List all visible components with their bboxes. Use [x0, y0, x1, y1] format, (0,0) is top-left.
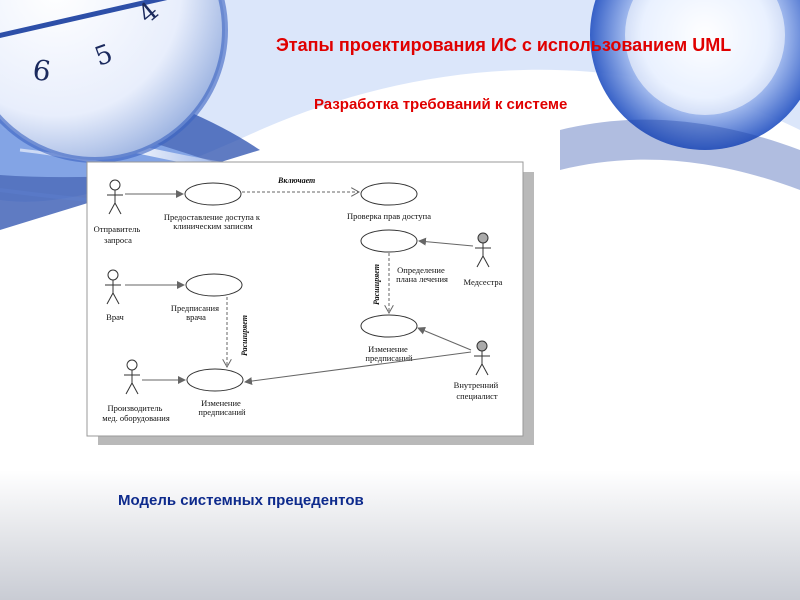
use-case-prescriptions-label: Предписания врача	[171, 303, 221, 322]
actor-internal-specialist-label-line-1: Внутренний	[454, 380, 499, 390]
use-case-change-prescriptions-bottom-label: Изменение предписаний	[198, 398, 246, 417]
use-case-prescriptions	[185, 273, 243, 297]
actor-internal-specialist-label: Внутренний специалист	[454, 380, 501, 401]
actor-requester-label-line-1: Отправитель	[94, 224, 141, 234]
use-case-change-prescriptions-center-label-line-2: предписаний	[365, 353, 413, 363]
actor-requester	[107, 179, 123, 215]
actor-internal-specialist	[474, 340, 490, 376]
actor-manufacturer-label-line-1: Производитель	[107, 403, 162, 413]
assoc-specialist-change-bottom	[244, 351, 472, 386]
use-case-change-prescriptions-center-label-line-1: Изменение	[368, 344, 408, 354]
use-case-treatment-plan	[360, 229, 418, 253]
use-case-change-prescriptions-center-label: Изменение предписаний	[365, 344, 413, 363]
actor-doctor	[105, 269, 121, 305]
use-case-change-prescriptions-center	[360, 314, 418, 338]
use-case-provide-access-label-line-2: клиническим записям	[173, 221, 253, 231]
use-case-provide-access-label: Предоставление доступа к клиническим зап…	[164, 212, 262, 231]
use-case-treatment-plan-label-line-1: Определение	[397, 265, 445, 275]
use-case-check-rights-label-line-1: Проверка прав доступа	[347, 211, 431, 221]
actor-requester-label-line-2: запроса	[104, 235, 132, 245]
use-case-change-prescriptions-bottom-label-line-2: предписаний	[198, 407, 246, 417]
use-case-provide-access-label-line-1: Предоставление доступа к	[164, 212, 261, 222]
slide-subtitle: Разработка требований к системе	[314, 96, 568, 113]
actor-requester-label: Отправитель запроса	[94, 224, 143, 245]
actor-nurse	[475, 232, 491, 268]
extend-relation-right-label: Расширяет	[372, 264, 381, 305]
diagram-frame	[86, 161, 524, 437]
include-relation-label: Включает	[277, 176, 315, 185]
actor-doctor-label-line-1: Врач	[106, 312, 124, 322]
use-case-change-prescriptions-bottom-label-line-1: Изменение	[201, 398, 241, 408]
use-case-check-rights-label: Проверка прав доступа	[347, 211, 431, 221]
assoc-specialist-change-center	[417, 326, 472, 351]
extend-relation-left-label: Расширяет	[240, 315, 249, 356]
use-case-prescriptions-label-line-1: Предписания	[171, 303, 219, 313]
use-case-provide-access	[184, 182, 242, 206]
actor-internal-specialist-label-line-2: специалист	[456, 391, 498, 401]
actor-manufacturer-label: Производитель мед. оборудования	[102, 403, 170, 423]
actor-manufacturer-label-line-2: мед. оборудования	[102, 413, 170, 423]
use-case-check-rights	[360, 182, 418, 206]
use-case-prescriptions-label-line-2: врача	[186, 312, 206, 322]
use-case-change-prescriptions-bottom	[186, 368, 244, 392]
actor-nurse-label-line-1: Медсестра	[464, 277, 503, 287]
clock-numeral-six: 6	[31, 53, 53, 88]
use-case-treatment-plan-label: Определение плана лечения	[396, 265, 448, 284]
actor-doctor-label: Врач	[106, 312, 124, 322]
actor-manufacturer	[124, 359, 140, 395]
use-case-treatment-plan-label-line-2: плана лечения	[396, 274, 448, 284]
diagram-caption: Модель системных прецедентов	[118, 492, 364, 509]
use-case-diagram: Отправитель запроса Врач Медсестра Произ…	[86, 161, 534, 445]
actor-nurse-label: Медсестра	[464, 277, 503, 287]
assoc-nurse-treatment-plan	[418, 237, 474, 247]
slide-title: Этапы проектирования ИС с использованием…	[276, 35, 732, 55]
